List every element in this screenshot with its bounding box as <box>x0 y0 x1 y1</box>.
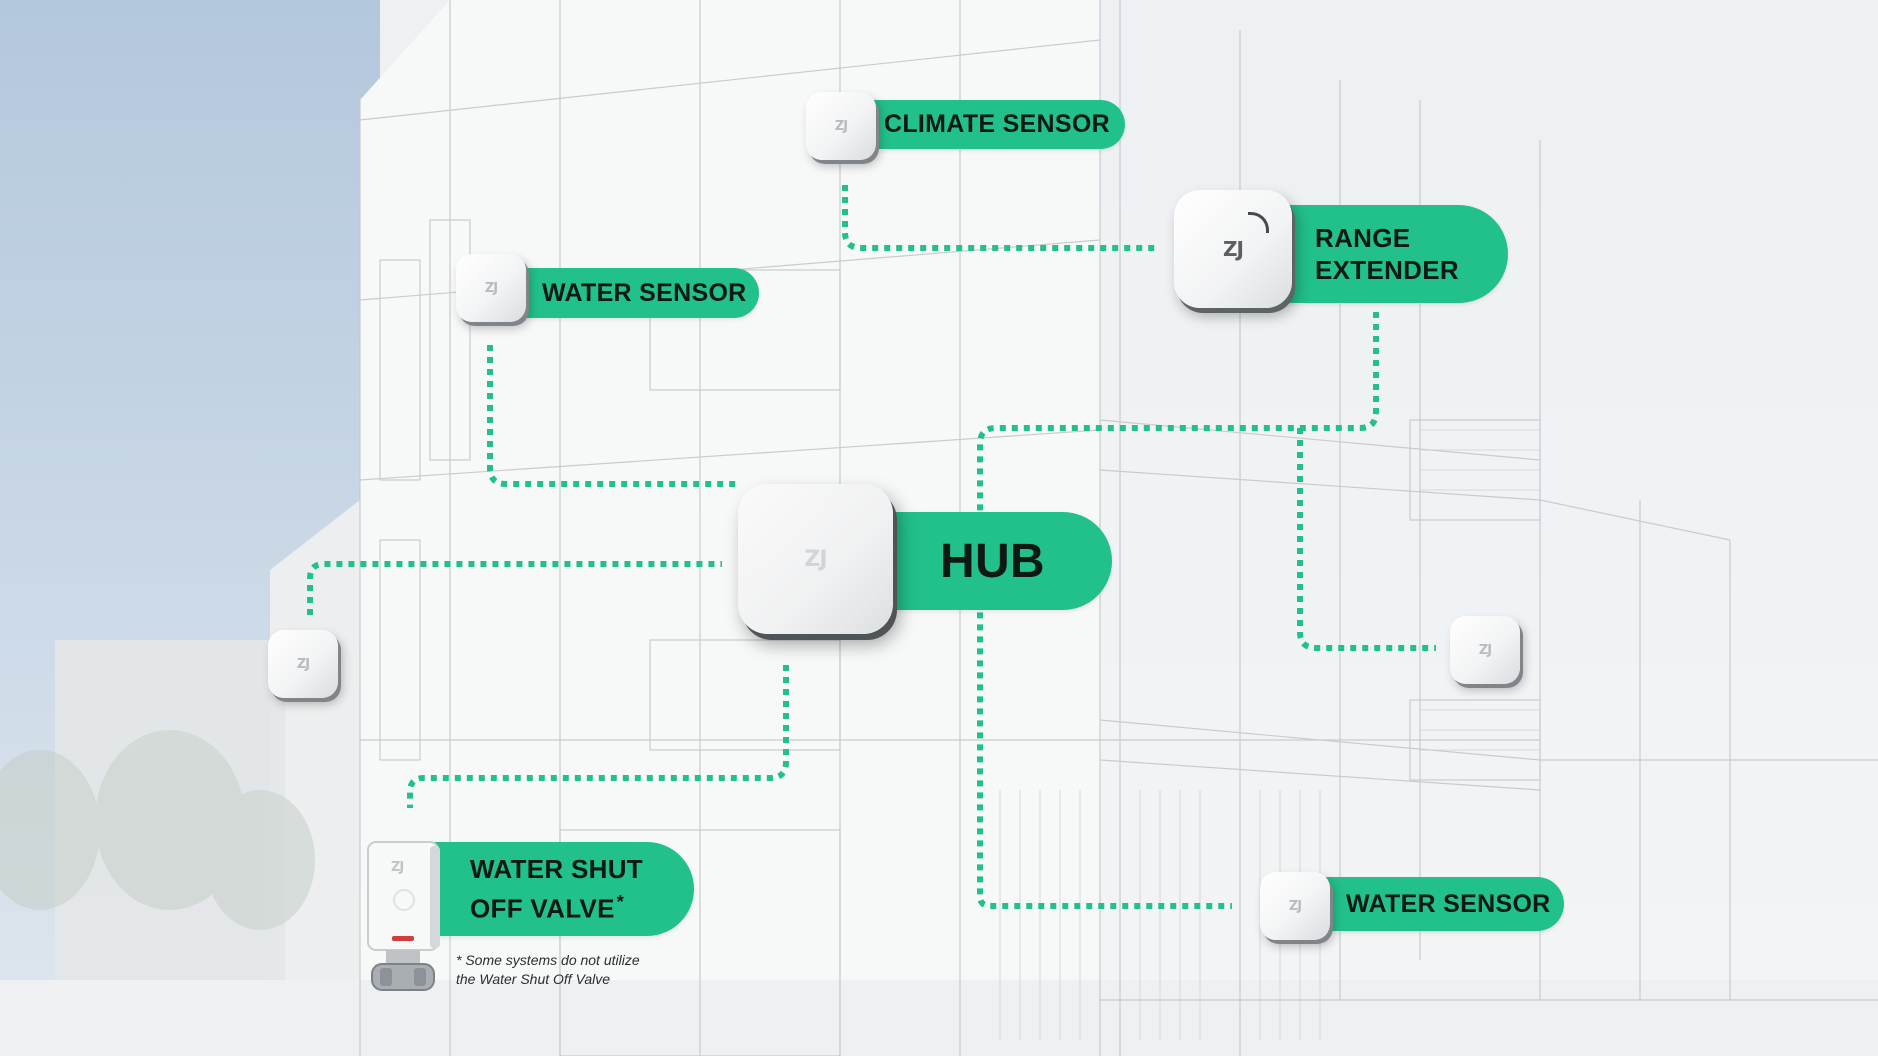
water-sensor-lower-device: ZJ <box>1260 872 1330 940</box>
hub-text: HUB <box>940 534 1045 588</box>
footnote: * Some systems do not utilize the Water … <box>456 951 640 989</box>
right-sensor-device: ZJ <box>1450 616 1520 684</box>
water-sensor-upper-logo: ZJ <box>484 280 498 296</box>
valve-icon <box>367 841 440 991</box>
valve-logo: ZJ <box>391 860 404 875</box>
climate-sensor-text: CLIMATE SENSOR <box>884 110 1110 138</box>
hub-logo: ZJ <box>804 546 827 572</box>
signal-arc-icon <box>1248 212 1269 233</box>
footnote-line1: * Some systems do not utilize <box>456 952 640 968</box>
valve-label: WATER SHUT OFF VALVE* <box>430 842 694 936</box>
connector-water-upper-to-hub <box>487 345 740 487</box>
valve-line2: OFF VALVE <box>470 893 615 924</box>
left-sensor-device: ZJ <box>268 630 338 698</box>
right-sensor-logo: ZJ <box>1478 642 1492 658</box>
range-extender-line2: EXTENDER <box>1315 255 1459 285</box>
left-sensor-logo: ZJ <box>296 656 310 672</box>
water-sensor-upper-text: WATER SENSOR <box>542 278 747 307</box>
climate-sensor-label: CLIMATE SENSOR <box>850 100 1125 149</box>
range-extender-line1: RANGE <box>1315 223 1411 253</box>
climate-sensor-logo: ZJ <box>834 118 848 134</box>
footnote-line2: the Water Shut Off Valve <box>456 971 611 987</box>
range-extender-logo: ZJ <box>1223 237 1244 261</box>
water-sensor-lower-text: WATER SENSOR <box>1346 889 1551 918</box>
hub-label: HUB <box>860 512 1112 610</box>
range-extender-device: ZJ <box>1174 190 1292 308</box>
climate-sensor-device: ZJ <box>806 92 876 160</box>
valve-line2-wrap: OFF VALVE* <box>470 886 624 926</box>
water-sensor-lower-logo: ZJ <box>1288 898 1302 914</box>
water-sensor-upper-label: WATER SENSOR <box>510 268 759 318</box>
connector-climate-to-extender <box>842 185 1160 251</box>
valve-asterisk: * <box>616 891 625 912</box>
connector-extender-to-hub <box>977 312 1379 909</box>
water-sensor-lower-label: WATER SENSOR <box>1300 877 1564 931</box>
connector-left-sensor-to-hub <box>307 561 722 615</box>
range-extender-label: RANGE EXTENDER <box>1265 205 1508 303</box>
valve-line1: WATER SHUT <box>470 853 643 884</box>
connector-hub-to-valve <box>407 665 789 808</box>
connector-extender-to-right-sensor <box>1297 428 1436 651</box>
hub-device: ZJ <box>738 484 893 634</box>
water-sensor-upper-device: ZJ <box>456 254 526 322</box>
valve-device: ZJ <box>364 840 448 998</box>
